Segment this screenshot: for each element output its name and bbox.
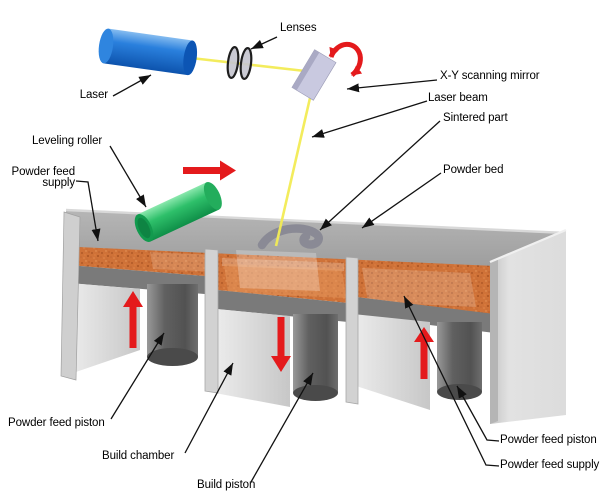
- xy-scanning-mirror-shape: [291, 49, 337, 101]
- label-powder-feed-supply-left-line1: Powder feed: [11, 166, 76, 178]
- leveling-roller-cylinder: [134, 181, 222, 242]
- label-powder-feed-piston-left: Powder feed piston: [8, 417, 105, 429]
- powder-bed-leader: [361, 172, 442, 229]
- label-sintered-part: Sintered part: [443, 112, 508, 124]
- label-powder-bed: Powder bed: [443, 164, 504, 176]
- left-end-wall: [60, 211, 81, 381]
- machine-body: [60, 208, 567, 424]
- powder-feed-piston-left-cylinder: [147, 284, 198, 366]
- part-pedestal-ghost: [236, 250, 320, 291]
- laser-cylinder: [98, 28, 198, 76]
- xy-mirror-leader: [346, 79, 438, 93]
- powder-feed-piston-right-cylinder: [437, 322, 482, 400]
- sintered-part-leader: [319, 120, 441, 231]
- front-wall-right-chamber: [353, 314, 430, 410]
- label-powder-feed-supply-right: Powder feed supply: [500, 459, 600, 471]
- powder-feed-piston-right-leader: [456, 385, 500, 442]
- motion-arrows: [123, 160, 434, 379]
- right-feed-ghost-block: [362, 268, 476, 307]
- laser-beam-leader: [311, 100, 428, 138]
- label-build-piston: Build piston: [197, 479, 256, 491]
- label-laser: Laser: [79, 89, 108, 101]
- build-chamber-recess-floor: [224, 264, 346, 298]
- build-piston-leader: [250, 372, 314, 483]
- label-leveling-roller: Leveling roller: [32, 135, 103, 147]
- right-end-wall: [489, 228, 567, 424]
- leveling-roller-leader: [109, 145, 147, 208]
- build-chamber-leader: [184, 362, 234, 454]
- divider-wall-right: [345, 256, 359, 405]
- label-powder-feed-supply-left: Powder feed supply: [3, 166, 76, 189]
- roller-direction-arrow: [183, 160, 236, 181]
- build-chamber-inner-wall-ghost: [222, 258, 344, 271]
- powder-feed-supply-right-leader: [403, 295, 500, 467]
- build-piston-arrow: [271, 317, 291, 372]
- powder-feed-piston-left-leader: [110, 332, 165, 420]
- front-wall-left-chamber: [70, 283, 140, 374]
- sintered-part-shape: [257, 224, 323, 250]
- label-leader-lines: [75, 36, 500, 483]
- divider-wall-left: [204, 248, 219, 394]
- powder-feed-supply-left-leader: [75, 180, 101, 242]
- powder-feed-piston-left-arrow: [123, 291, 143, 348]
- label-xy-scanning-mirror: X-Y scanning mirror: [440, 70, 540, 82]
- label-powder-feed-supply-left-line2: supply: [42, 177, 75, 189]
- lenses-leader: [250, 36, 278, 50]
- left-swept-patch: [150, 252, 218, 272]
- powder-feed-piston-right-arrow: [414, 327, 434, 379]
- label-build-chamber: Build chamber: [102, 450, 175, 462]
- mirror-rotation-arrow: [328, 41, 363, 77]
- label-lenses: Lenses: [280, 22, 317, 34]
- front-wall-build-chamber: [215, 309, 290, 407]
- label-laser-beam: Laser beam: [428, 92, 488, 104]
- build-piston-cylinder: [293, 314, 338, 401]
- lenses-icon: [226, 46, 253, 80]
- laser-beam-vertical: [274, 97, 312, 247]
- label-powder-feed-piston-right: Powder feed piston: [500, 434, 597, 446]
- laser-leader: [112, 74, 152, 97]
